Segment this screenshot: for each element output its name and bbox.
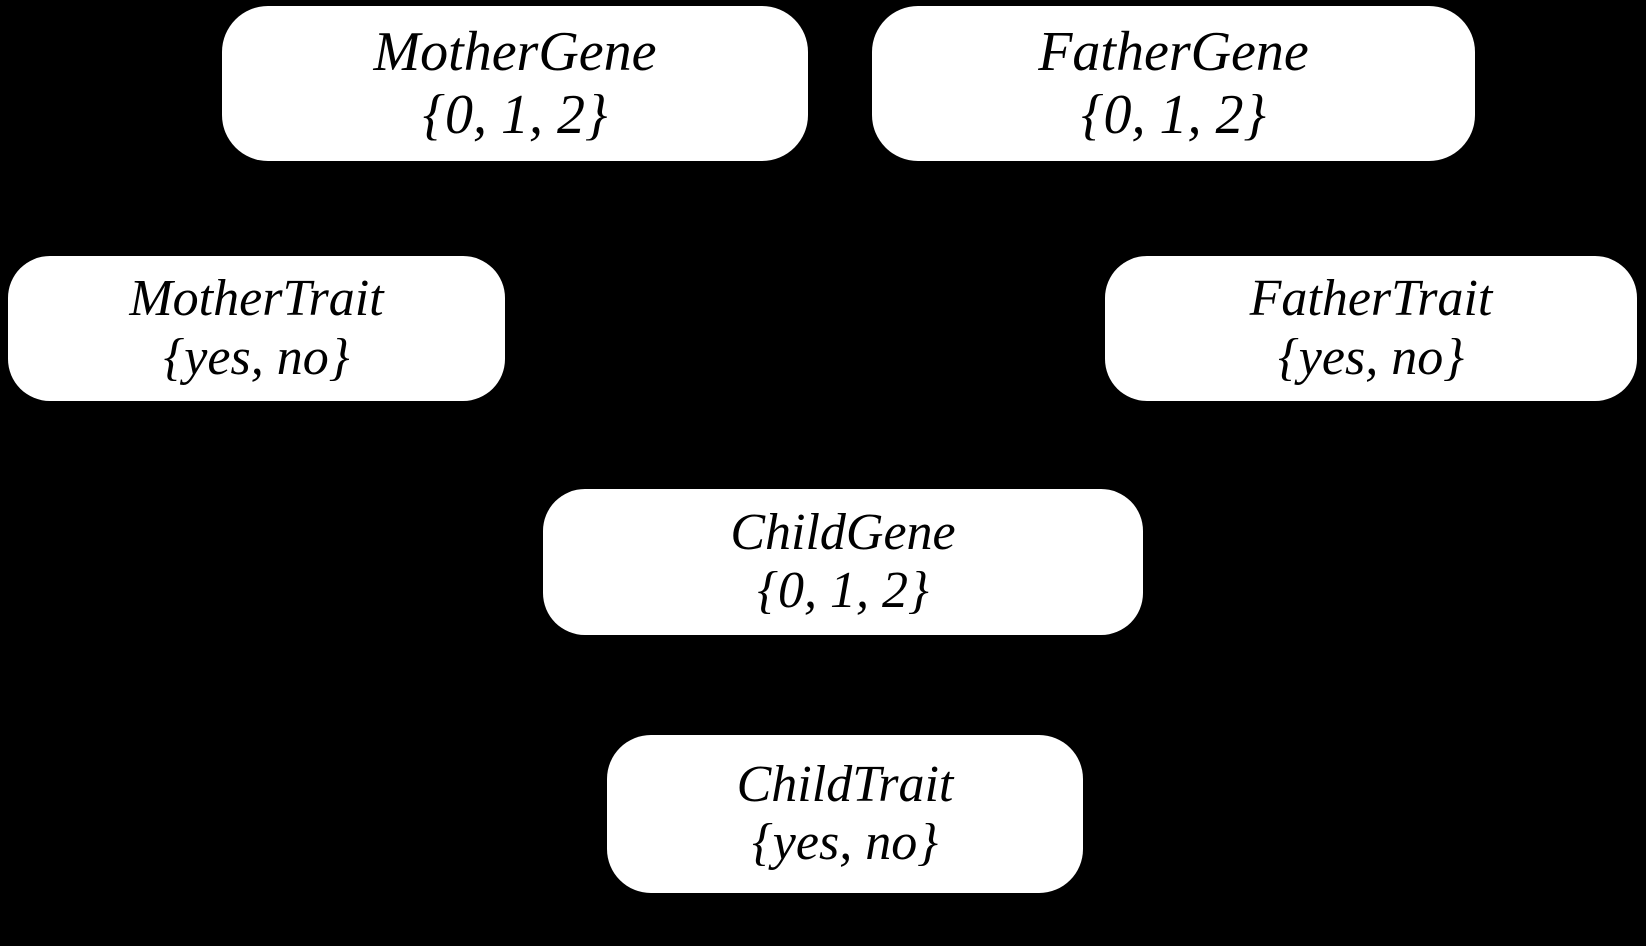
node-father-gene[interactable]: FatherGene {0, 1, 2} — [872, 6, 1475, 161]
node-child-trait[interactable]: ChildTrait {yes, no} — [607, 735, 1083, 893]
node-father-trait[interactable]: FatherTrait {yes, no} — [1105, 256, 1637, 401]
node-father-gene-label: FatherGene — [1038, 20, 1309, 83]
node-child-gene-label: ChildGene — [730, 503, 956, 561]
node-mother-gene-label: MotherGene — [373, 20, 657, 83]
node-mother-trait-label: MotherTrait — [129, 270, 384, 328]
node-father-gene-domain: {0, 1, 2} — [1081, 83, 1266, 146]
node-mother-gene[interactable]: MotherGene {0, 1, 2} — [222, 6, 808, 161]
node-child-gene[interactable]: ChildGene {0, 1, 2} — [543, 489, 1143, 635]
node-father-trait-domain: {yes, no} — [1278, 328, 1464, 386]
node-child-trait-domain: {yes, no} — [752, 814, 938, 871]
node-child-gene-domain: {0, 1, 2} — [757, 562, 929, 619]
node-mother-trait[interactable]: MotherTrait {yes, no} — [8, 256, 505, 401]
node-mother-trait-domain: {yes, no} — [163, 328, 350, 386]
node-mother-gene-domain: {0, 1, 2} — [422, 83, 608, 146]
node-father-trait-label: FatherTrait — [1249, 270, 1493, 328]
node-child-trait-label: ChildTrait — [736, 755, 954, 813]
